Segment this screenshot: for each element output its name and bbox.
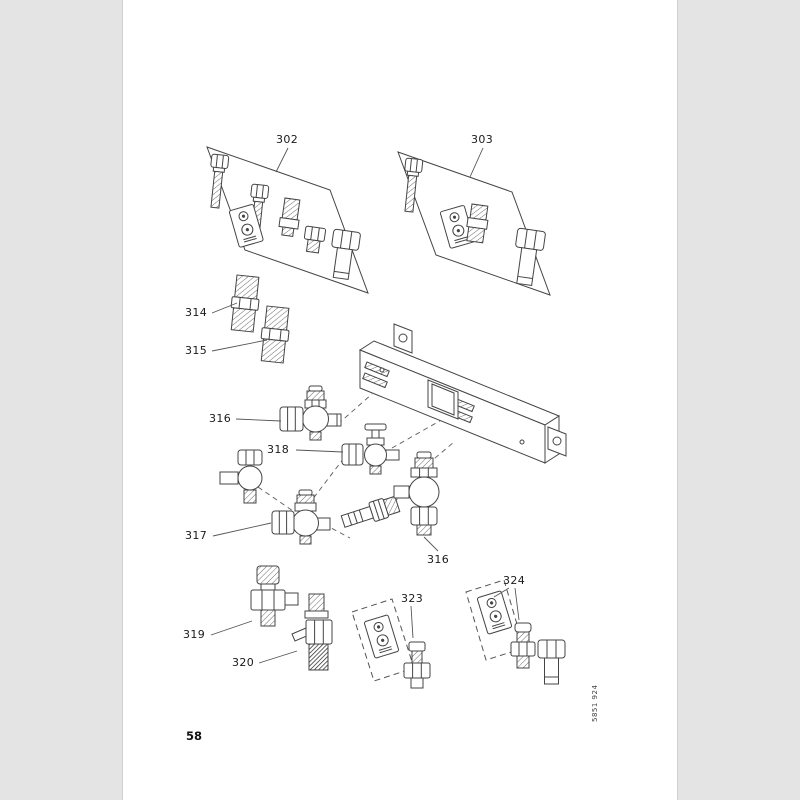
callout-323: 323: [401, 592, 424, 605]
fitting-316-tail: [340, 495, 401, 528]
callout-319: 319: [183, 628, 206, 641]
page-number: 58: [186, 729, 203, 743]
callout-303: 303: [471, 133, 494, 146]
bolt-icon: [399, 157, 424, 213]
leader-lines: [210, 147, 520, 664]
right-page-margin: [677, 0, 800, 800]
valve-316-upper: [279, 385, 342, 441]
doc-code: 5851 924: [591, 684, 599, 722]
fitting-324-a: [510, 622, 536, 669]
valve-320: [291, 593, 333, 671]
nipple-icon: [278, 197, 301, 238]
kit-302-parts: [205, 153, 361, 281]
mounting-bracket: [358, 323, 567, 464]
callout-316-lower: 316: [427, 553, 450, 566]
callout-317: 317: [185, 529, 208, 542]
nipple-icon: [466, 203, 489, 244]
label-plate-icon: [476, 590, 513, 635]
left-page-margin: [0, 0, 123, 800]
valve-317-lower: [271, 489, 331, 545]
fitting-323: [403, 641, 431, 689]
fitting-324-b: [537, 639, 566, 685]
valve-316-lower: [393, 451, 440, 536]
callout-316-upper: 316: [209, 412, 232, 425]
union-nut-tailpipe-icon: [331, 228, 361, 281]
callout-315: 315: [185, 344, 208, 357]
bolt-icon: [205, 153, 230, 209]
callout-324: 324: [503, 574, 526, 587]
callout-320: 320: [232, 656, 255, 669]
nipple-315: [258, 305, 292, 364]
valve-317-upper: [219, 449, 263, 504]
valve-318: [341, 423, 400, 475]
callout-318: 318: [267, 443, 290, 456]
union-nut-tube-icon: [515, 227, 546, 287]
valve-319: [250, 565, 299, 627]
union-fitting-icon: [303, 225, 327, 254]
callout-302: 302: [276, 133, 299, 146]
kit-303-box: [397, 151, 551, 296]
nipple-314: [228, 274, 262, 333]
callout-314: 314: [185, 306, 208, 319]
label-plate-icon: [363, 614, 400, 659]
kit-303-parts: [399, 157, 546, 287]
